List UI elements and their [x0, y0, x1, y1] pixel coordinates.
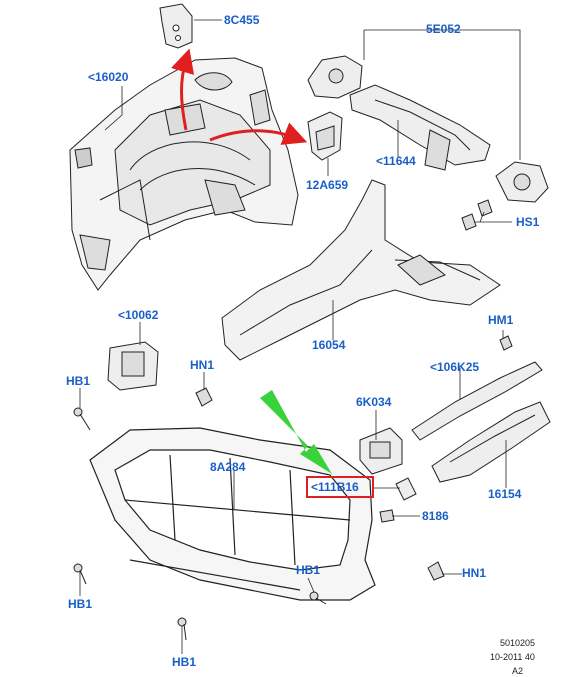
rail-16154-part — [431, 401, 551, 483]
nut-hn1-top-part — [195, 387, 213, 407]
label-10062[interactable]: <10062 — [118, 308, 159, 322]
label-106k25[interactable]: <106K25 — [430, 360, 480, 374]
fastener-hs1-part — [461, 199, 493, 231]
label-8186[interactable]: 8186 — [422, 509, 449, 523]
bracket-111b16-part — [395, 477, 417, 501]
label-8a284[interactable]: 8A284 — [210, 460, 246, 474]
fastener-hm1-part — [499, 335, 513, 351]
bracket-12a659-part — [307, 111, 343, 161]
label-111b16[interactable]: <111B16 — [311, 480, 359, 494]
strut-tower-5e052-right — [495, 161, 549, 203]
label-hm1[interactable]: HM1 — [488, 313, 514, 327]
label-hb1-mid[interactable]: HB1 — [296, 563, 321, 577]
label-hb1-lowleft[interactable]: HB1 — [68, 597, 93, 611]
green-arrow — [260, 390, 332, 474]
footer-rev: A2 — [512, 666, 524, 676]
side-rail-16054-part — [221, 179, 501, 361]
label-11644[interactable]: <11644 — [376, 154, 416, 168]
label-16154[interactable]: 16154 — [488, 487, 522, 501]
label-hn1-top[interactable]: HN1 — [190, 358, 215, 372]
red-arrow-right — [209, 122, 308, 145]
label-hb1-left[interactable]: HB1 — [66, 374, 91, 388]
bracket-10062-part — [107, 341, 159, 391]
bolt-hb1-lowleft-part — [73, 563, 87, 585]
bracket-8c455-part — [159, 3, 193, 49]
strut-tower-5e052-left — [307, 55, 363, 99]
label-8c455[interactable]: 8C455 — [224, 13, 260, 27]
red-arrow-up — [171, 48, 195, 131]
cowl-crossmember-11644-part — [349, 84, 491, 171]
label-16020[interactable]: <16020 — [88, 70, 129, 84]
leader-lines — [79, 19, 521, 654]
label-hb1-bottom[interactable]: HB1 — [172, 655, 197, 669]
highlight-box — [306, 476, 374, 498]
label-hn1-bottom[interactable]: HN1 — [462, 566, 487, 580]
label-hs1[interactable]: HS1 — [516, 215, 540, 229]
label-16054[interactable]: 16054 — [312, 338, 346, 352]
radiator-support-8a284-part — [89, 427, 376, 601]
bolt-hb1-left-part — [73, 407, 91, 431]
wheelhouse-apron-part — [69, 57, 299, 291]
rail-106k25-part — [411, 361, 543, 441]
footer-date: 10-2011 40 — [490, 652, 535, 662]
bracket-6k034-part — [359, 427, 403, 475]
label-12a659[interactable]: 12A659 — [306, 178, 349, 192]
label-6k034[interactable]: 6K034 — [356, 395, 392, 409]
label-5e052[interactable]: 5E052 — [426, 22, 461, 36]
nut-8186-part — [379, 509, 395, 523]
nut-hn1-bottom-part — [427, 561, 445, 581]
footer-code: 5010205 — [500, 638, 536, 648]
